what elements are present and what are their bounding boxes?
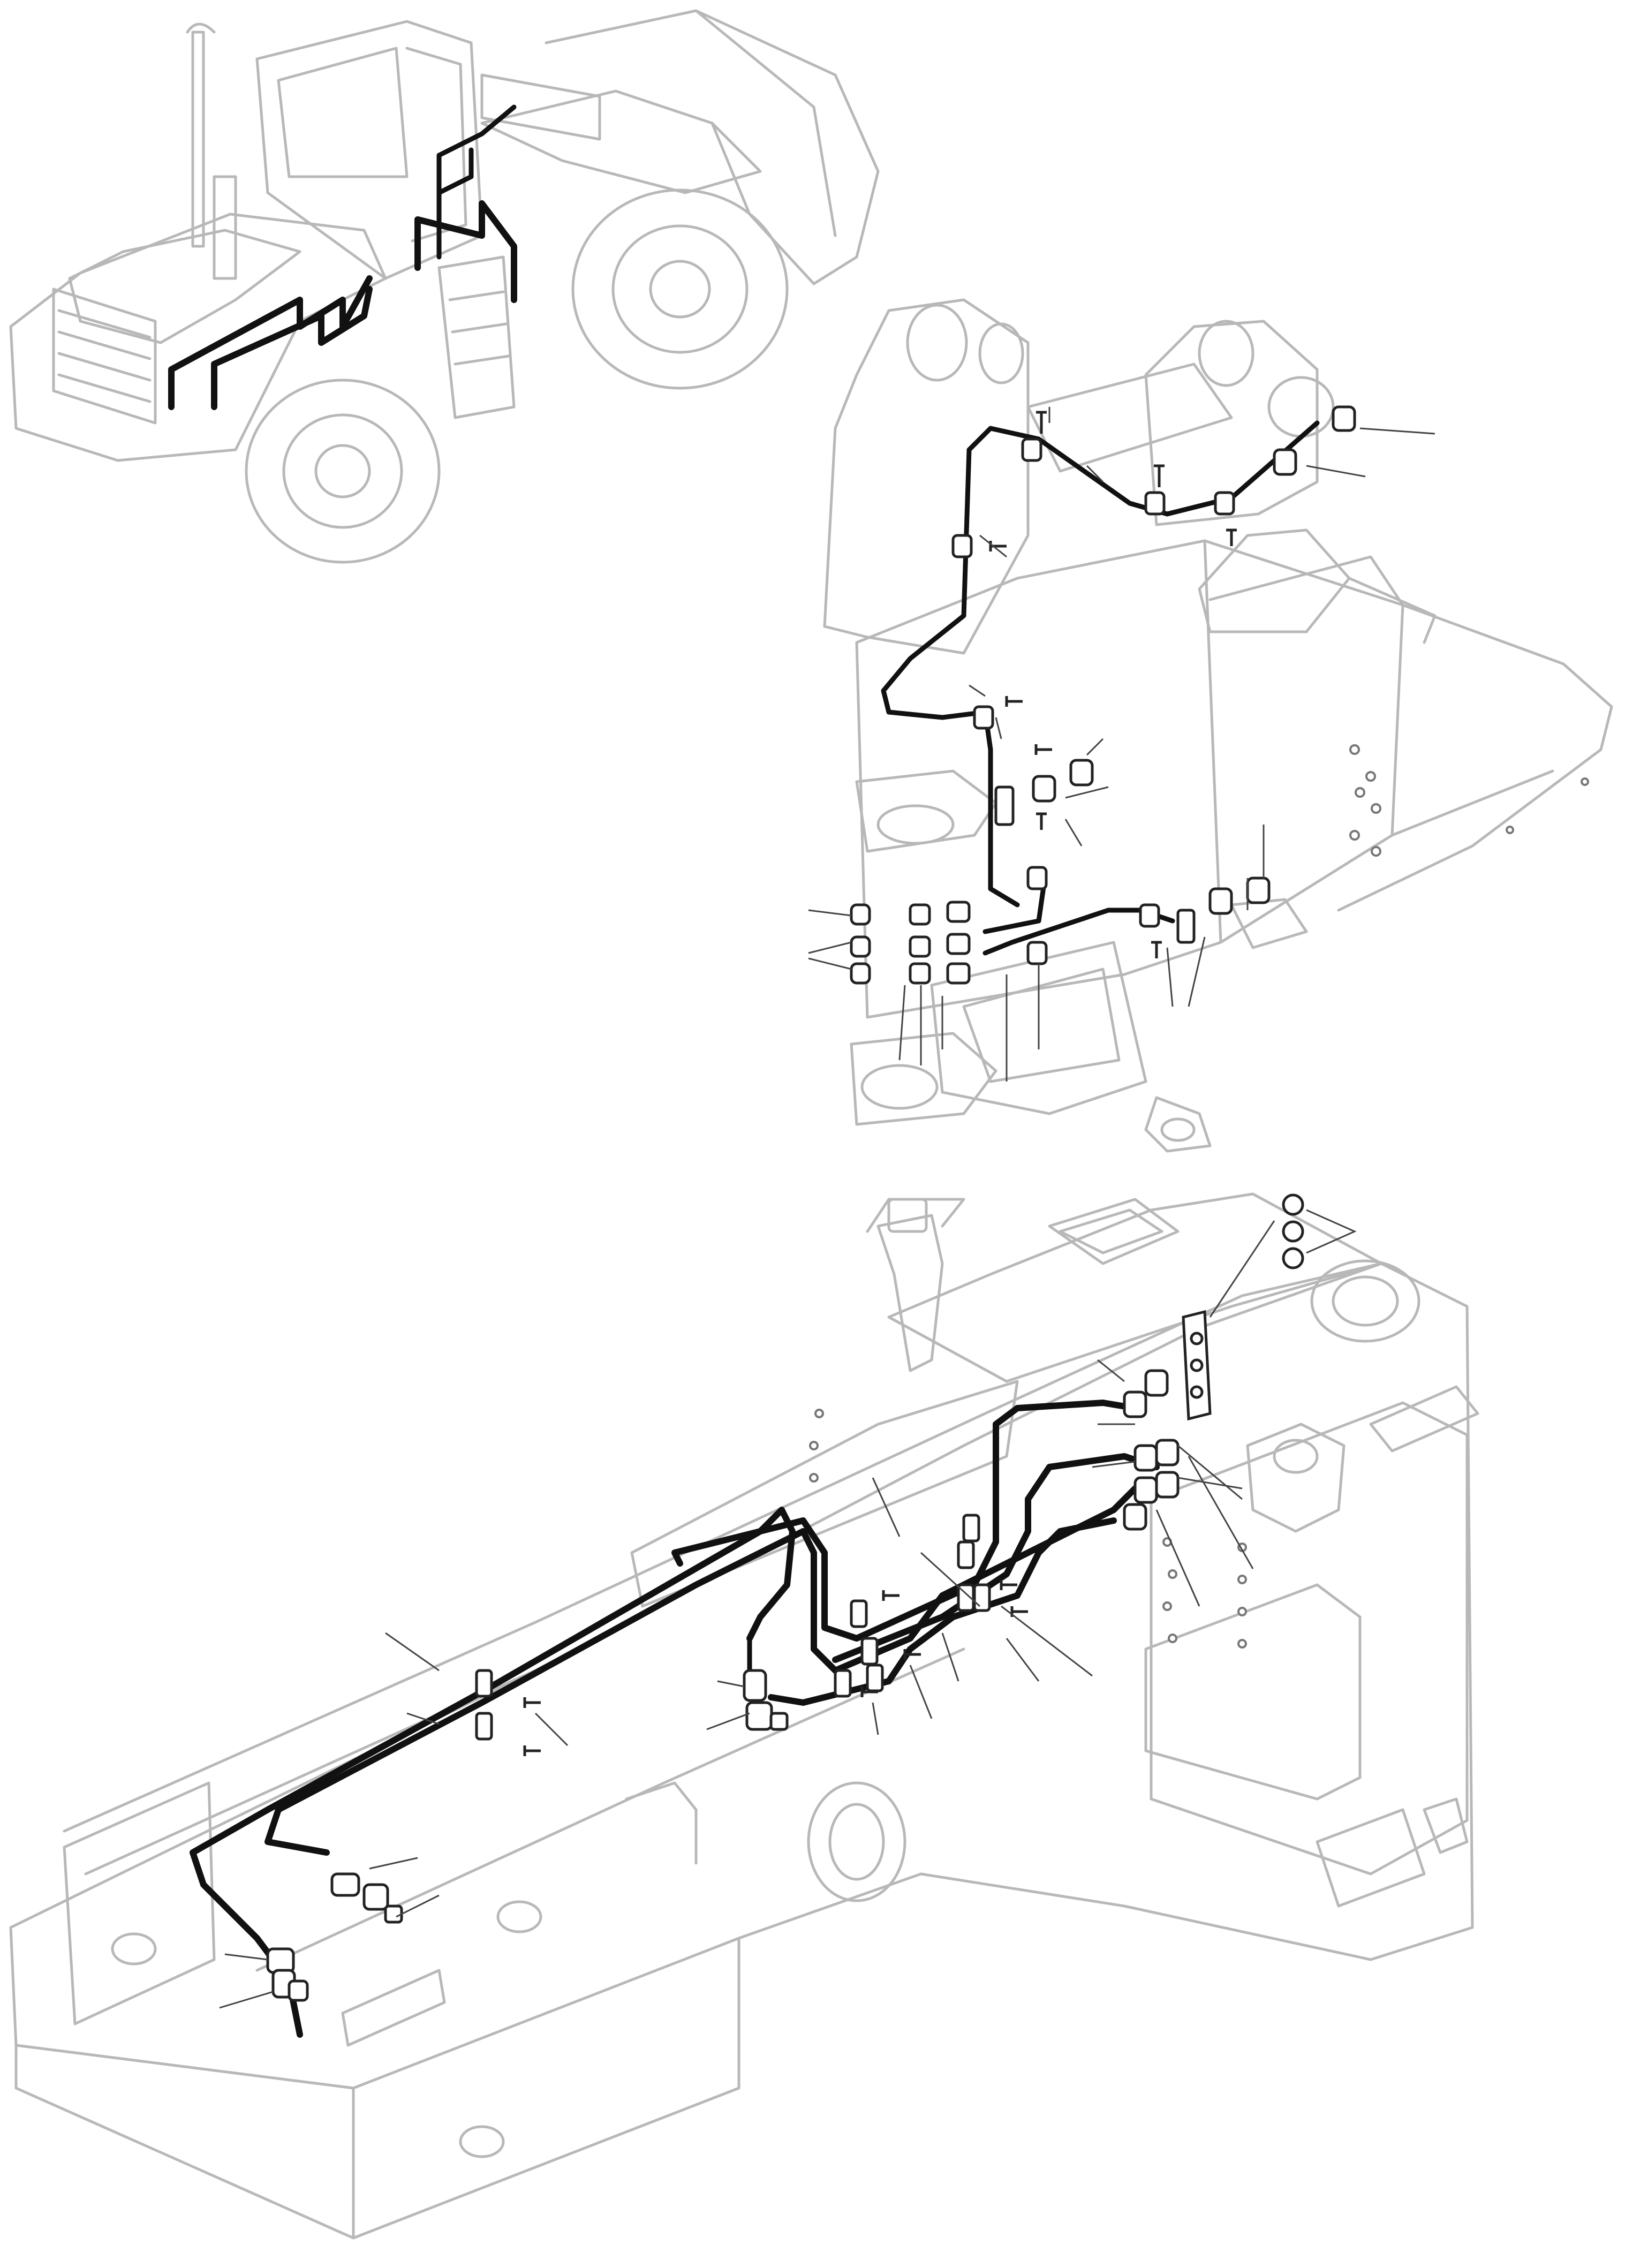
rear-frame xyxy=(9,1192,1479,2240)
machine-overview xyxy=(9,9,880,564)
front-frame xyxy=(808,298,1613,1153)
